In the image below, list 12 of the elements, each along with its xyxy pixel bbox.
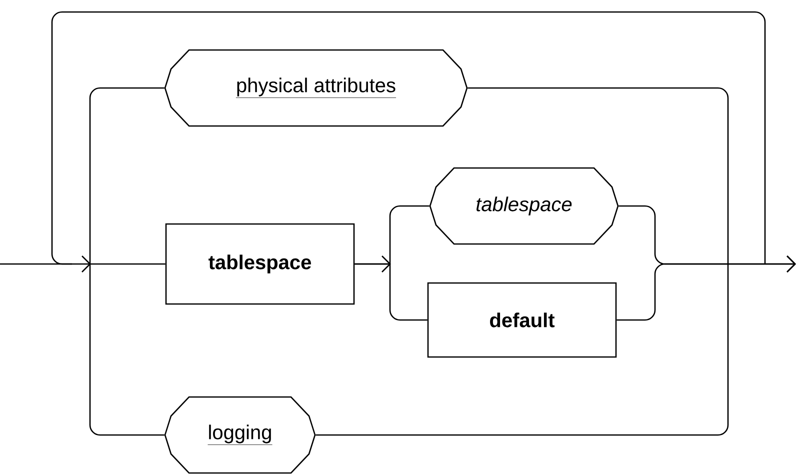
rail-line: [89, 264, 164, 436]
rail-line: [0, 263, 166, 265]
clause-box: physical attributes: [164, 49, 468, 127]
rail-line: [616, 256, 796, 321]
rail-line: [354, 263, 428, 321]
rail-line: [316, 264, 729, 436]
rail-line: [89, 87, 164, 264]
clause-box: logging: [164, 396, 316, 474]
keyword-box: default: [427, 282, 617, 358]
keyword-box: tablespace: [165, 223, 355, 305]
clause-box: tablespace: [429, 167, 619, 245]
rail-line: [468, 87, 729, 264]
